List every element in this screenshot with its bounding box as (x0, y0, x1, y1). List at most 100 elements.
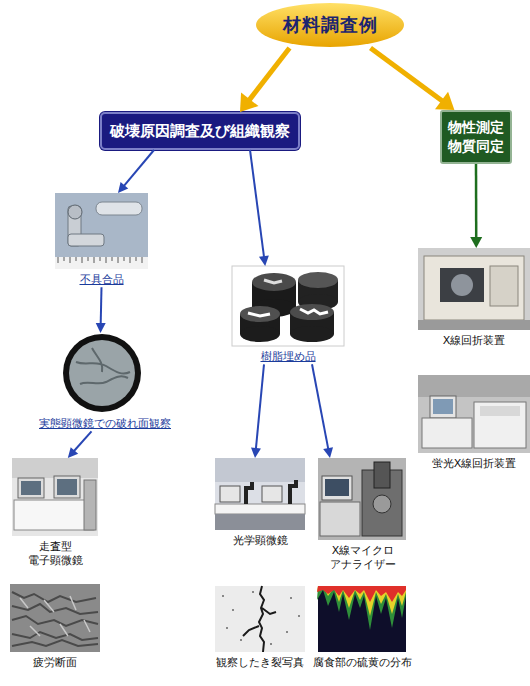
photo-card: 蛍光X線回折装置 (418, 375, 530, 471)
bench (215, 504, 305, 514)
connector-line (100, 287, 103, 324)
monitor-screen (325, 479, 349, 496)
resin-mount-top (240, 306, 280, 322)
sulfur-low (317, 586, 406, 630)
photo-card: 樹脂埋め品 (228, 266, 348, 364)
connector-line (250, 150, 264, 257)
specimen (264, 280, 282, 283)
monitor-screen (57, 479, 77, 495)
photo-card: 実態顕微鏡での破れ面観察 (30, 333, 180, 431)
connector-line (312, 364, 328, 449)
ruler-ticks (58, 257, 142, 263)
instrument-window (440, 268, 484, 302)
floor (215, 514, 305, 530)
instrument-lid (480, 406, 520, 416)
connector-arrow (312, 364, 333, 458)
monitor-screen (21, 481, 41, 495)
connector-arrow (251, 364, 264, 458)
monitor (54, 476, 80, 498)
resin-mount-top (252, 273, 296, 291)
photo-bg (232, 266, 344, 346)
lens-ring (63, 334, 141, 412)
photo-caption: 走査型 電子顕微鏡 (15, 540, 95, 569)
connector-arrow (96, 287, 106, 333)
ellipse-fill (256, 3, 404, 47)
part-cylinder (96, 202, 142, 215)
connector-line (249, 48, 289, 100)
resin-mount (290, 326, 334, 342)
ruler (55, 257, 148, 269)
photo-caption: 蛍光X線回折装置 (418, 457, 530, 471)
connector-arrow (68, 431, 92, 458)
photo-card: 観察したき裂写真 (200, 586, 320, 670)
connector-line (256, 364, 264, 449)
instrument-body (474, 402, 526, 448)
photo-caption: 疲労断面 (5, 656, 105, 670)
arrow-head (323, 447, 333, 458)
monitor (430, 396, 456, 418)
title-ellipse: 材料調査例 (255, 2, 405, 48)
photo-card: 走査型 電子顕微鏡 (15, 458, 95, 569)
arrow-head (96, 323, 106, 333)
photo-card: 腐食部の硫黄の分布 (302, 586, 422, 670)
connector-line (475, 164, 478, 238)
category-box: 破壊原因調査及び組織観察 (100, 112, 300, 150)
photo-bg (418, 248, 530, 330)
instrument-body (424, 256, 524, 320)
console (320, 502, 360, 536)
monitor (322, 476, 352, 500)
specimen (300, 309, 328, 314)
crack (243, 586, 276, 652)
wall (215, 458, 305, 482)
resin-mount (240, 326, 280, 342)
fatigue-highlights (20, 596, 90, 636)
connector-line (124, 150, 154, 186)
resin-mount-top (290, 304, 334, 320)
fracture-marks (76, 348, 130, 384)
photo-bg (318, 586, 406, 652)
sulfur-high (317, 586, 406, 602)
photo-caption: X線回折装置 (418, 334, 530, 348)
arrow-head (435, 92, 454, 110)
connector-arrow (240, 48, 290, 112)
instrument-panel (490, 266, 518, 306)
chamber (373, 495, 391, 513)
photo-card: 不具合品 (50, 193, 153, 287)
connector-line (74, 431, 92, 451)
photo-caption: 腐食部の硫黄の分布 (302, 656, 422, 670)
connector-arrow (470, 164, 482, 248)
column (84, 480, 96, 530)
arrow-head (240, 93, 258, 112)
column (374, 462, 390, 488)
resin-mount-top (298, 272, 338, 288)
monitor (262, 486, 282, 502)
photo-bg (215, 586, 305, 652)
photo-caption: 観察したき裂写真 (200, 656, 320, 670)
specimen (248, 313, 270, 316)
desk (422, 418, 472, 448)
photo-bg (318, 458, 406, 540)
node-label: 破壊原因調査及び組織観察 (110, 122, 290, 141)
photo-caption: X線マイクロ アナライザー (313, 544, 413, 573)
photo-caption: 実態顕微鏡での破れ面観察 (30, 417, 180, 431)
photo-card: 光学顕微鏡 (210, 458, 310, 548)
arrow-head (470, 237, 482, 248)
fatigue-striations (12, 592, 98, 646)
part-arm (68, 234, 104, 246)
node-label: 物性測定 物質同定 (446, 118, 506, 156)
connector-arrow (250, 150, 269, 266)
node-label: 材料調査例 (283, 13, 378, 37)
monitor (220, 486, 240, 502)
wall (12, 458, 98, 478)
photo-bg (10, 584, 100, 652)
connector-arrow (371, 48, 455, 110)
photo-bg (12, 458, 98, 536)
photo-bg (418, 375, 530, 453)
arrow-head (68, 447, 78, 458)
photo-caption: 不具合品 (50, 273, 153, 287)
part-hole (68, 205, 82, 219)
photo-bg (215, 458, 305, 530)
floor (418, 320, 530, 330)
arrow-head (259, 255, 269, 266)
